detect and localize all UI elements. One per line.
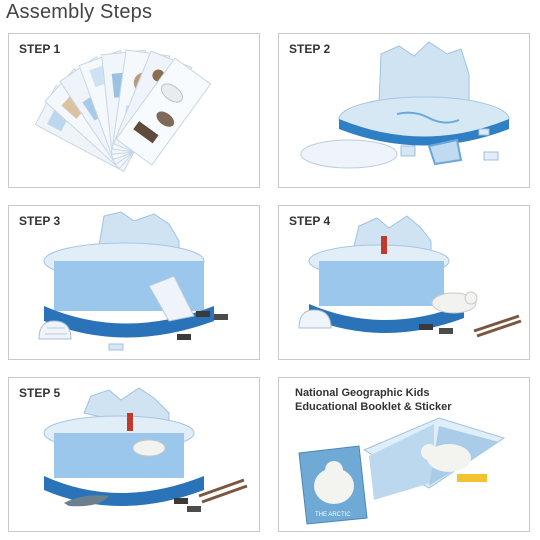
page-title: Assembly Steps — [6, 1, 153, 23]
step-1-label: STEP 1 — [19, 42, 61, 56]
booklet-title-line1: National Geographic Kids — [295, 387, 430, 399]
step-5-card: STEP 5 — [8, 377, 260, 532]
booklet-title-line2: Educational Booklet & Sticker — [295, 401, 452, 413]
step-5-image — [43, 387, 248, 512]
step-2-label: STEP 2 — [289, 42, 331, 56]
magazine-cover-title: THE ARCTIC — [315, 512, 351, 518]
step-3-card: STEP 3 — [8, 205, 260, 360]
step-4-card: STEP 4 — [278, 205, 530, 360]
step-5-label: STEP 5 — [19, 386, 61, 400]
step-4-label: STEP 4 — [289, 214, 331, 228]
step-2-card: STEP 2 — [278, 33, 530, 188]
step-3-label: STEP 3 — [19, 214, 61, 228]
step-3-image — [38, 211, 228, 351]
sticker-sheets-image — [34, 49, 212, 173]
step-4-image — [298, 215, 522, 338]
step-1-card: STEP 1 — [8, 33, 260, 188]
booklet-card: National Geographic Kids Educational Boo… — [278, 377, 530, 532]
booklet-image: THE ARCTIC — [298, 417, 506, 525]
booklet-title: National Geographic Kids Educational Boo… — [295, 386, 451, 414]
step-2-image — [300, 41, 510, 169]
